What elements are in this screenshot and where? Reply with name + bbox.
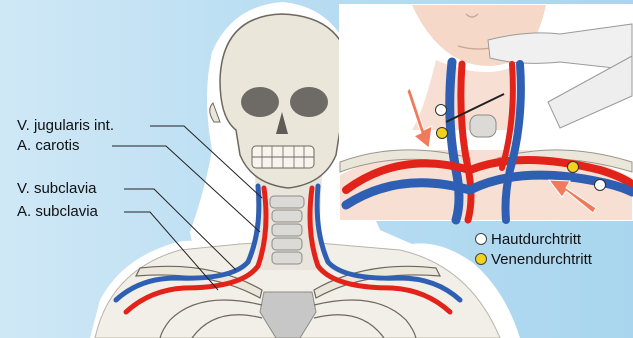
label-v-jugularis-int: V. jugularis int. bbox=[17, 117, 114, 134]
legend-label-venendurchtritt: Venendurchtritt bbox=[491, 251, 592, 268]
legend-label-hautdurchtritt: Hautdurchtritt bbox=[491, 231, 581, 248]
yellow-dot-icon bbox=[475, 253, 487, 265]
label-a-subclavia: A. subclavia bbox=[17, 203, 98, 220]
legend-item-hautdurchtritt: Hautdurchtritt bbox=[475, 229, 592, 249]
legend: Hautdurchtritt Venendurchtritt bbox=[475, 229, 592, 269]
white-dot-icon bbox=[475, 233, 487, 245]
label-a-carotis: A. carotis bbox=[17, 137, 80, 154]
legend-item-venendurchtritt: Venendurchtritt bbox=[475, 249, 592, 269]
cervical-spine bbox=[270, 196, 304, 264]
label-v-subclavia: V. subclavia bbox=[17, 180, 97, 197]
inset-panel bbox=[340, 5, 632, 220]
